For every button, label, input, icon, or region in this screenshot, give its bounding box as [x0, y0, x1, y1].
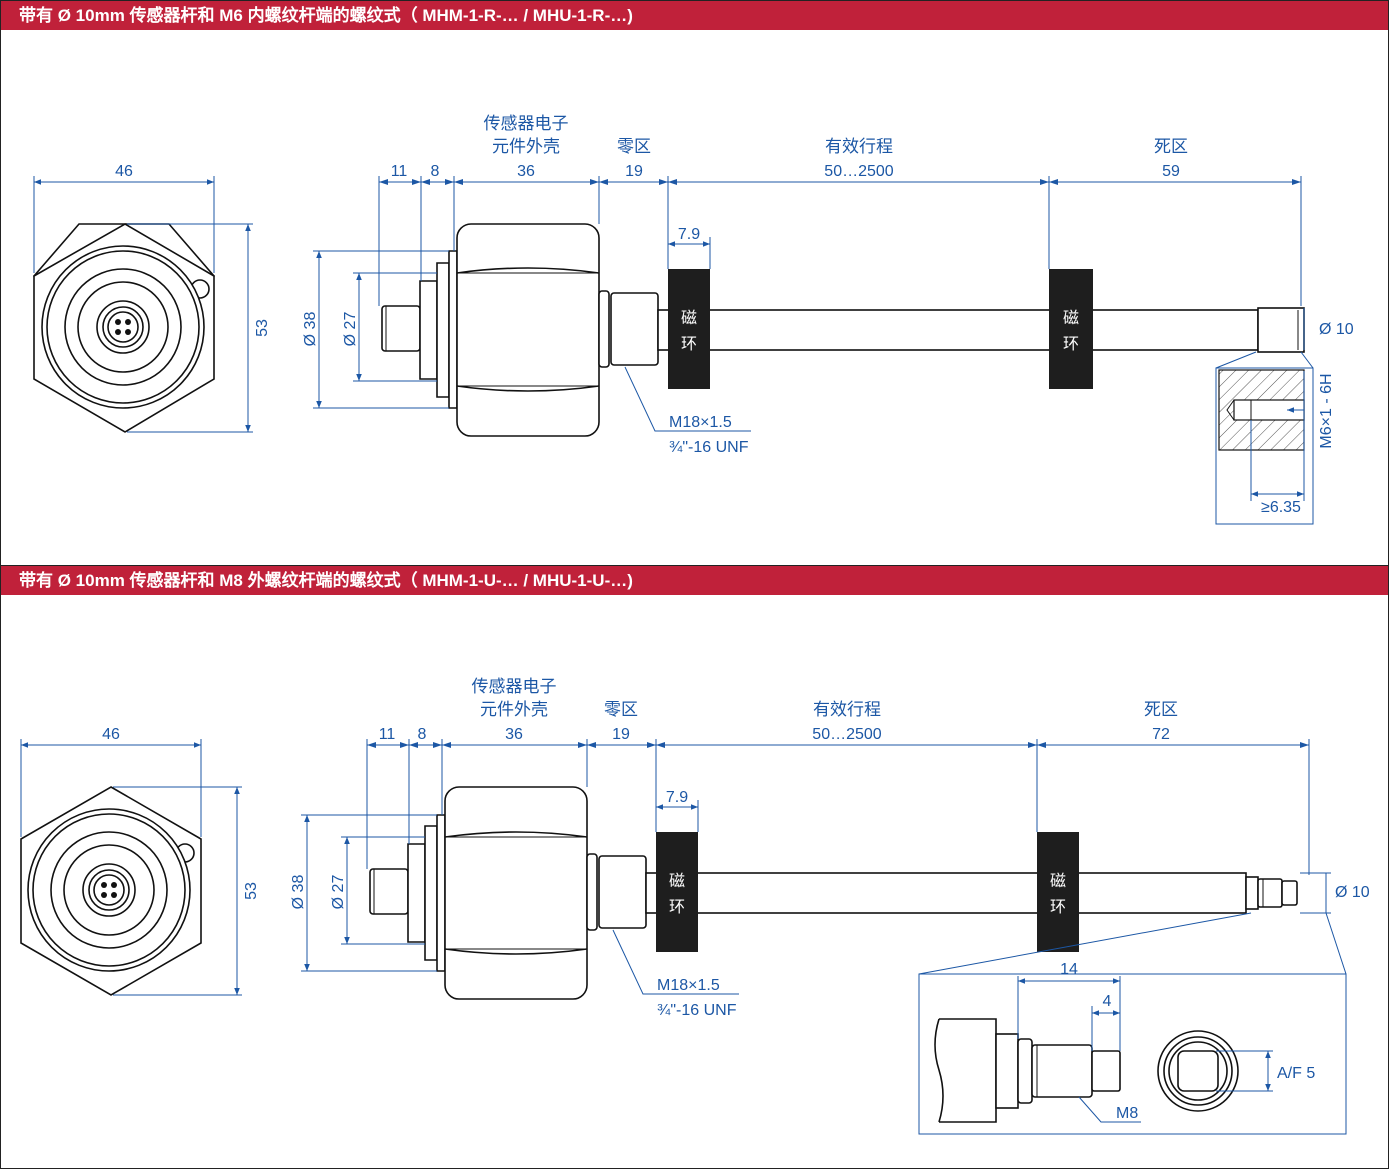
- section-1-panel: 带有 Ø 10mm 传感器杆和 M6 内螺纹杆端的螺纹式（ MHM-1-R-… …: [0, 0, 1389, 567]
- end-view-2-width: 46: [102, 726, 120, 743]
- dim-housing: 36: [517, 163, 535, 180]
- housing-label-2-line-2: 元件外壳: [480, 700, 548, 720]
- end-view-2: 46 53: [20, 726, 260, 996]
- section-2-drawing: 46 53 磁 环: [20, 677, 1370, 1135]
- side-view-2: 磁 环 磁 环: [369, 786, 1298, 1000]
- magnet-ring-2-label-a: 磁: [1063, 308, 1079, 327]
- dim-rod-diameter: Ø 10: [1319, 321, 1354, 338]
- detail-depth: ≥6.35: [1261, 499, 1301, 516]
- stroke-label-2: 有效行程: [813, 700, 881, 720]
- dim2-d38: Ø 38: [290, 875, 307, 910]
- detail-internal-thread: ≥6.35 M6×1 - 6H: [1215, 351, 1335, 525]
- dim2-8: 8: [418, 726, 427, 743]
- section-1-title: 带有 Ø 10mm 传感器杆和 M6 内螺纹杆端的螺纹式（ MHM-1-R-… …: [1, 1, 1388, 30]
- detail-thread: M6×1 - 6H: [1318, 373, 1335, 448]
- housing-label-line-1: 传感器电子: [484, 114, 569, 134]
- housing-label-line-2: 元件外壳: [492, 137, 560, 157]
- stroke-label: 有效行程: [825, 137, 893, 157]
- dim2-rod-diameter: Ø 10: [1335, 884, 1370, 901]
- magnet-ring-4-label-a: 磁: [1050, 871, 1066, 890]
- magnet-ring-2-label-b: 环: [1063, 334, 1079, 353]
- thread-callout-2: ¾"-16 UNF: [669, 439, 749, 456]
- end-view-height: 53: [254, 319, 271, 337]
- dim-dead-zone: 59: [1162, 163, 1180, 180]
- magnet-ring-1-label-a: 磁: [681, 308, 697, 327]
- side-view-dimensions: 11 8 传感器电子 元件外壳 36 零区 19 有效行程 50…2500 死区…: [302, 114, 1354, 456]
- section-2-panel: 带有 Ø 10mm 传感器杆和 M8 外螺纹杆端的螺纹式（ MHM-1-U-… …: [0, 565, 1389, 1169]
- housing-label-2-line-1: 传感器电子: [472, 677, 557, 697]
- thread-callout-1: M18×1.5: [669, 414, 732, 431]
- null-zone-label: 零区: [617, 137, 651, 157]
- section-1-drawing: 46 53: [32, 114, 1354, 525]
- dim-ring-width: 7.9: [678, 226, 700, 243]
- dim2-d27: Ø 27: [330, 875, 347, 910]
- section-2-title: 带有 Ø 10mm 传感器杆和 M8 外螺纹杆端的螺纹式（ MHM-1-U-… …: [1, 566, 1388, 595]
- side-view-2-dimensions: 11 8 传感器电子 元件外壳 36 零区 19 有效行程 50…2500 死区…: [290, 677, 1370, 1019]
- dim2-housing: 36: [505, 726, 523, 743]
- null-zone-label-2: 零区: [604, 700, 638, 720]
- dim2-null-zone: 19: [612, 726, 630, 743]
- dim-d38: Ø 38: [302, 312, 319, 347]
- dim-8: 8: [431, 163, 440, 180]
- detail-af: A/F 5: [1277, 1065, 1315, 1082]
- dim-11: 11: [391, 163, 408, 180]
- detail-external-thread: 14 4 M8 A/F 5: [918, 912, 1347, 1135]
- magnet-ring-1-label-b: 环: [681, 334, 697, 353]
- dim2-dead-zone: 72: [1152, 726, 1170, 743]
- dead-zone-label-2: 死区: [1144, 700, 1178, 720]
- thread2-callout-2: ¾"-16 UNF: [657, 1002, 737, 1019]
- end-view: 46 53: [32, 163, 271, 433]
- dim-stroke: 50…2500: [824, 163, 893, 180]
- magnet-ring-4-label-b: 环: [1050, 897, 1066, 916]
- magnet-ring-3-label-b: 环: [669, 897, 685, 916]
- detail-length: 14: [1060, 961, 1078, 978]
- side-view: 磁 环 磁 环: [381, 223, 1305, 437]
- dim-d27: Ø 27: [342, 312, 359, 347]
- detail-tip: 4: [1103, 993, 1112, 1010]
- end-view-width: 46: [115, 163, 133, 180]
- detail-thread-m8: M8: [1116, 1105, 1138, 1122]
- dim2-11: 11: [379, 726, 396, 743]
- end-view-2-height: 53: [243, 882, 260, 900]
- thread2-callout-1: M18×1.5: [657, 977, 720, 994]
- dim2-stroke: 50…2500: [812, 726, 881, 743]
- magnet-ring-3-label-a: 磁: [669, 871, 685, 890]
- dim-null-zone: 19: [625, 163, 643, 180]
- dim2-ring-width: 7.9: [666, 789, 688, 806]
- dead-zone-label: 死区: [1154, 137, 1188, 157]
